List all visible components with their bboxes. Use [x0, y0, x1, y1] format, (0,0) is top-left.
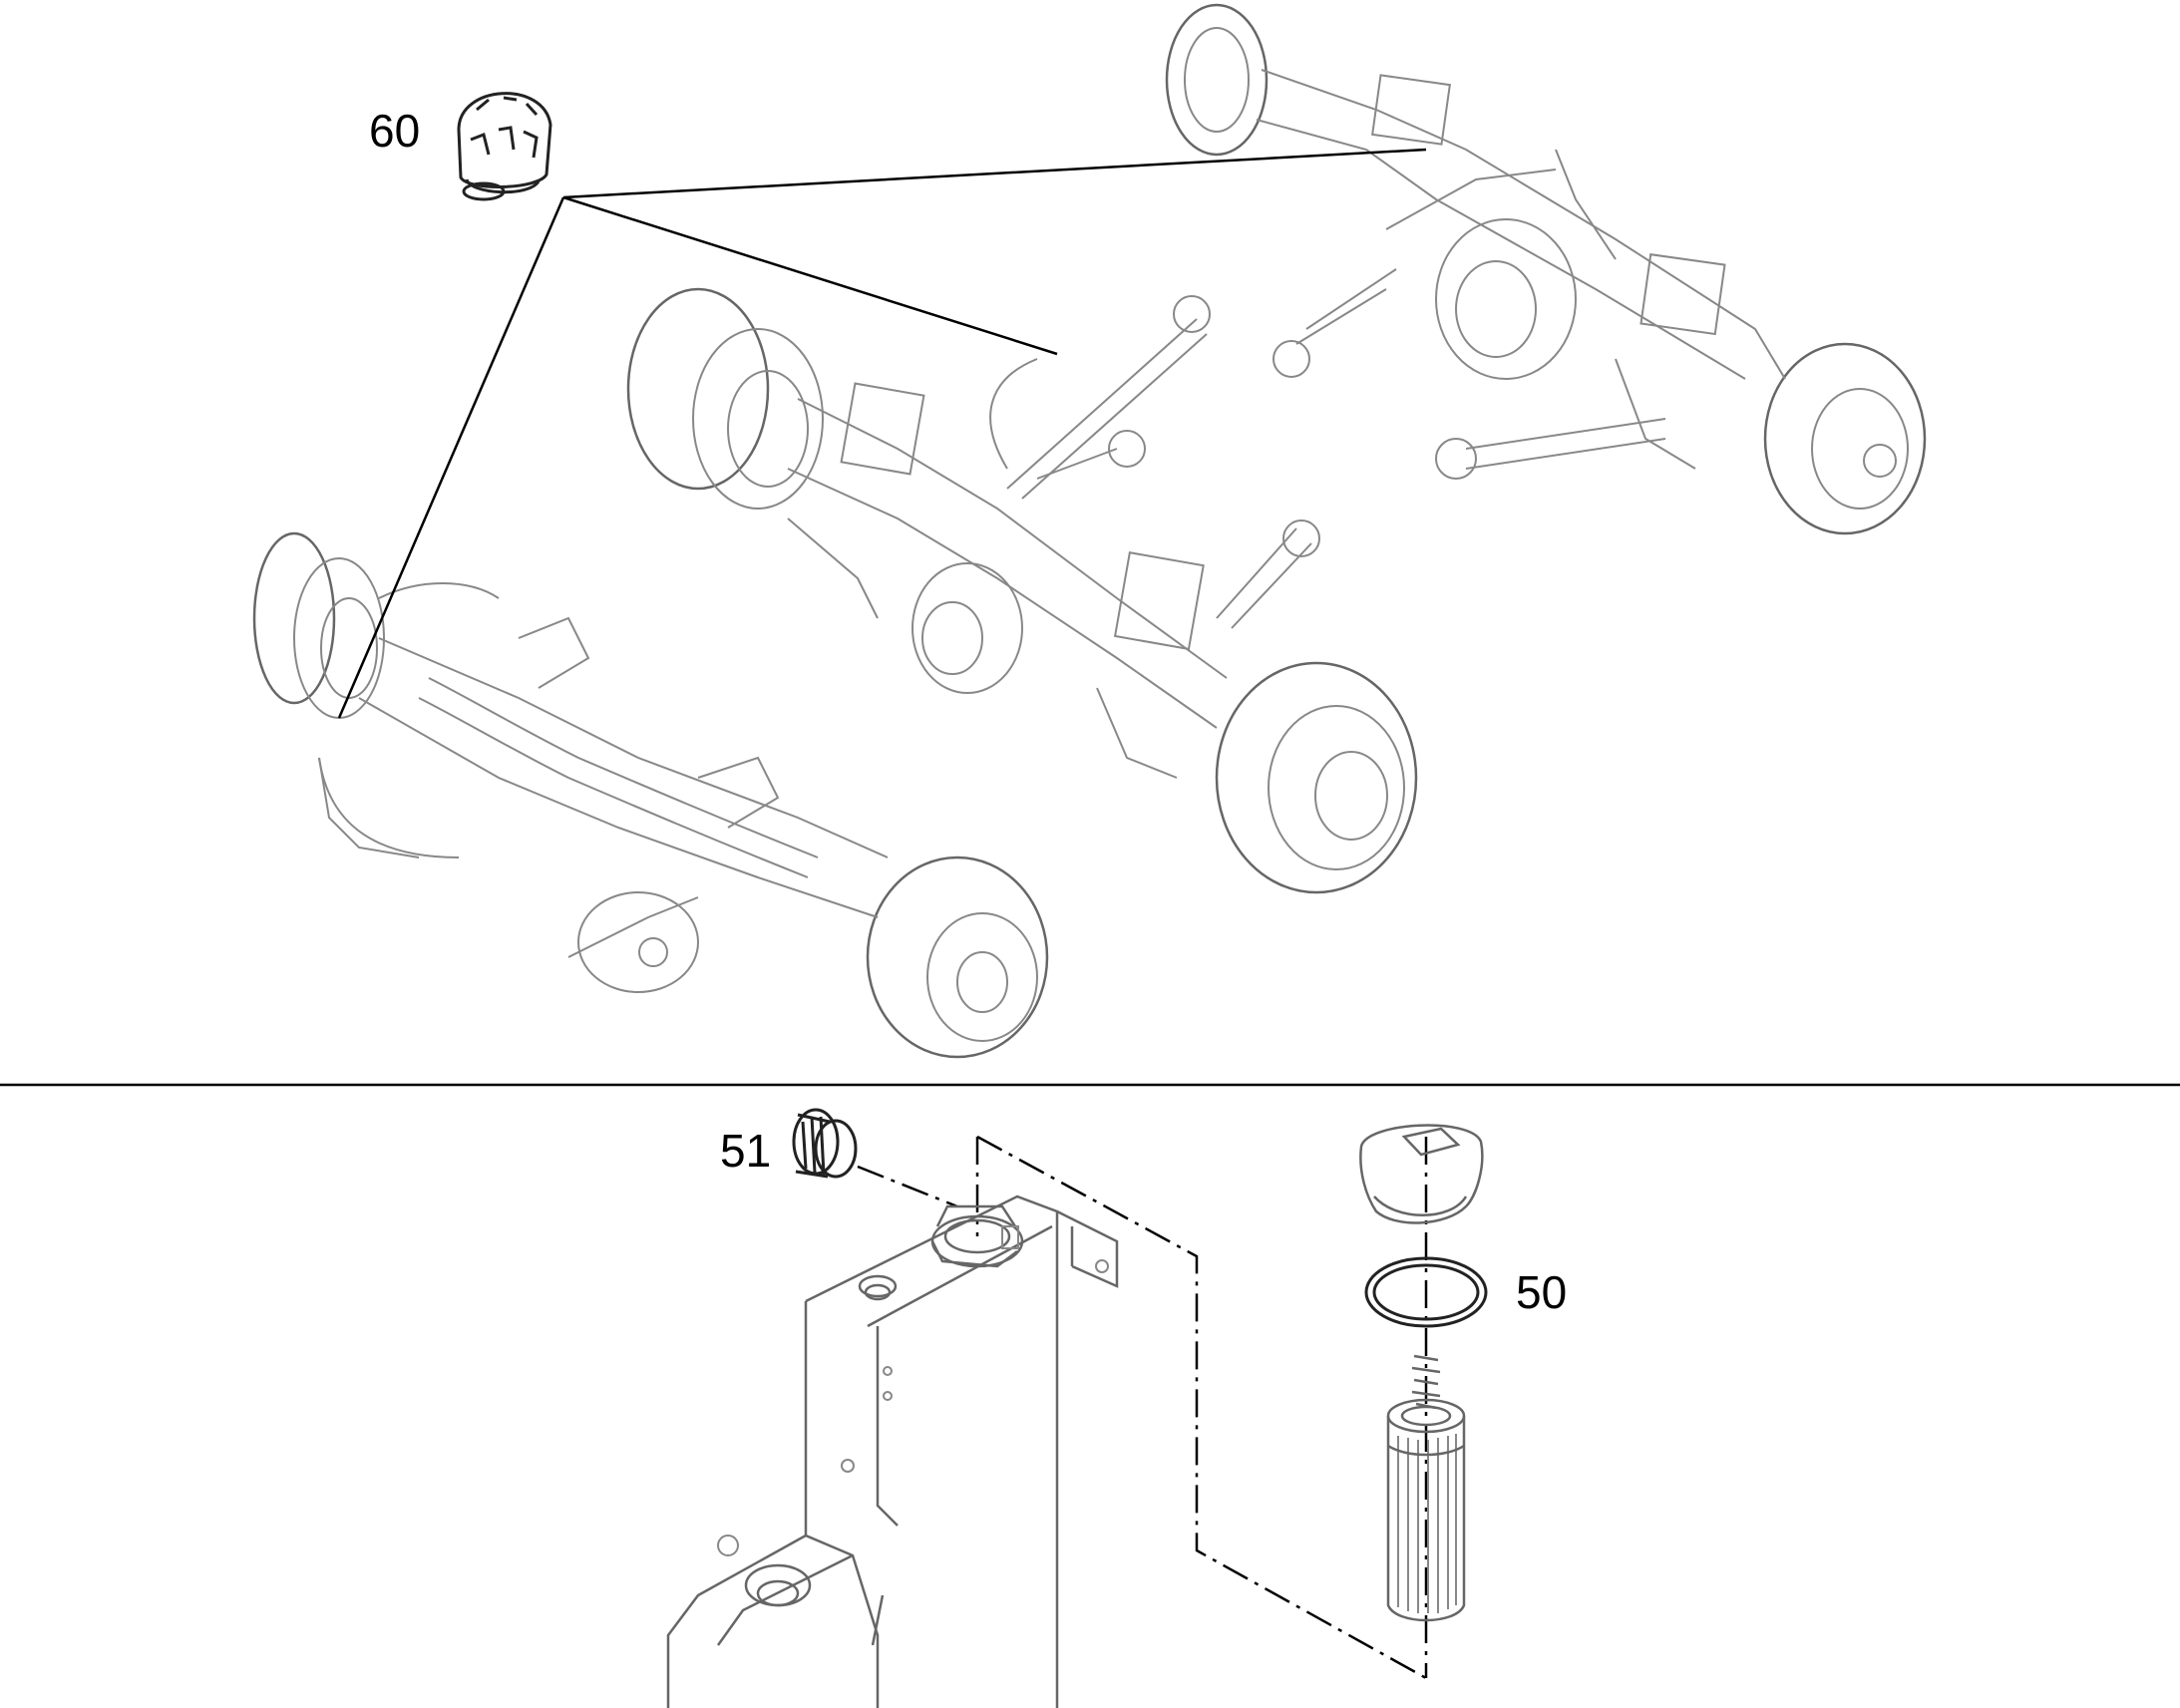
upper-panel-axles: 60 — [252, 3, 1927, 1059]
leader-lines-60 — [337, 148, 1427, 719]
hydraulic-tank — [666, 1195, 1119, 1708]
breather-cap-60 — [457, 92, 552, 201]
filler-cap-51 — [792, 1108, 858, 1179]
callout-60: 60 — [369, 105, 420, 157]
lower-panel-tank: 51 — [666, 1108, 1567, 1708]
front-axle — [252, 531, 1049, 1059]
callout-51: 51 — [720, 1125, 771, 1177]
filter-assembly-50 — [1359, 1124, 1488, 1622]
middle-axle — [626, 287, 1418, 894]
assembly-dash-lines — [857, 1135, 1428, 1680]
callout-50: 50 — [1516, 1266, 1567, 1318]
rear-axle — [1165, 3, 1927, 535]
